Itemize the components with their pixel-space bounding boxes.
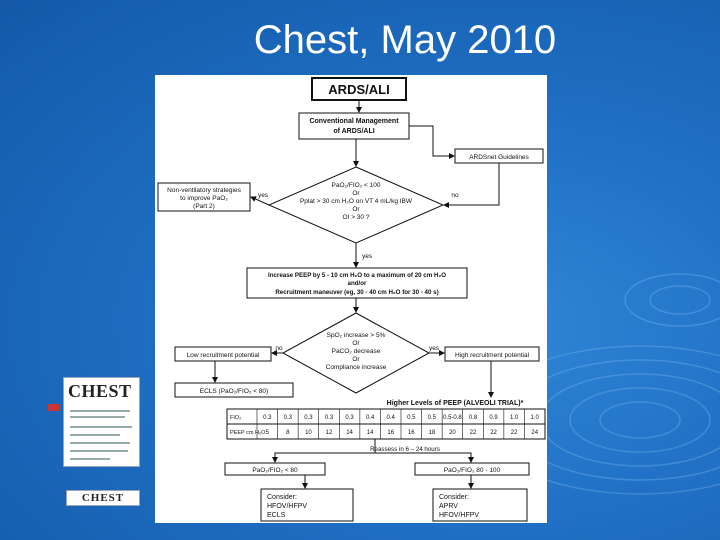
consider-right-line-2: APRV bbox=[439, 503, 458, 510]
ards-flowchart: ARDS/ALI Conventional Management of ARDS… bbox=[157, 77, 546, 522]
consider-left-line-2: HFOV/HFPV bbox=[267, 503, 307, 510]
spo2-diamond bbox=[281, 312, 431, 394]
peep-cell: 22 bbox=[490, 430, 497, 436]
fio2-cell: 0.4 bbox=[366, 415, 375, 421]
fio2-cell: FIO₂ bbox=[230, 415, 241, 421]
fio2-cell: 0.3 bbox=[345, 415, 354, 421]
no-right-label: no bbox=[451, 192, 459, 199]
thumbnail-text-line bbox=[70, 458, 110, 460]
spo2-line-3: PaCO₂ decrease bbox=[332, 348, 381, 355]
table-grid bbox=[256, 409, 525, 439]
high-recruitment-label: High recruitment potential bbox=[455, 352, 530, 359]
flowchart-header: ARDS/ALI bbox=[328, 82, 389, 97]
peep-cell: 16 bbox=[408, 430, 415, 436]
yes-down-label: yes bbox=[362, 253, 373, 260]
spo2-line-4: Or bbox=[352, 356, 360, 363]
thumbnail-text-line bbox=[70, 426, 132, 428]
footer-journal-logo: CHEST bbox=[66, 490, 140, 506]
peep-cell: PEEP cm H₂O bbox=[230, 430, 266, 436]
pao2-mid-box bbox=[414, 462, 530, 476]
pao2-low-box bbox=[224, 462, 326, 476]
criteria-line-3: Pplat > 30 cm H₂O on VT 4 mL/kg IBW bbox=[300, 198, 413, 205]
spo2-line-2: Or bbox=[352, 340, 360, 347]
peep-cell: 14 bbox=[346, 430, 353, 436]
yes-right-label: yes bbox=[429, 345, 440, 352]
thumbnail-text-line bbox=[70, 442, 130, 444]
spo2-line-1: SpO₂ increase > 5% bbox=[327, 332, 386, 339]
consider-left-line-1: Consider: bbox=[267, 494, 297, 501]
consider-left-box bbox=[260, 488, 354, 522]
peep-cell: 22 bbox=[511, 430, 518, 436]
nonvent-line-3: (Part 2) bbox=[193, 203, 215, 210]
fio2-cell: 0.3 bbox=[263, 415, 272, 421]
nonventilatory-box bbox=[157, 182, 251, 212]
peep-cell: 10 bbox=[305, 430, 312, 436]
slide-title: Chest, May 2010 bbox=[253, 18, 557, 62]
conventional-label-1: Conventional Management bbox=[309, 118, 399, 125]
pao2-low-label: PaO₂/FIO₂ < 80 bbox=[252, 467, 298, 474]
fio2-cell: 0.3 bbox=[304, 415, 313, 421]
pao2-mid-label: PaO₂/FIO₂ 80 - 100 bbox=[444, 467, 501, 474]
criteria-line-4: Or bbox=[352, 206, 360, 213]
flowchart-figure: ARDS/ALI Conventional Management of ARDS… bbox=[155, 75, 547, 523]
thumbnail-text-line bbox=[70, 410, 130, 412]
spo2-line-5: Compliance increase bbox=[326, 364, 387, 371]
ardsnet-label: ARDSnet Guidelines bbox=[469, 154, 529, 161]
thumbnail-text-line bbox=[70, 434, 120, 436]
peep-cell: 14 bbox=[367, 430, 374, 436]
low-recruitment-label: Low recruitment potential bbox=[187, 352, 260, 359]
no-left-label: no bbox=[275, 345, 283, 352]
increase-peep-line-3: Recruitment maneuver (eg, 30 - 40 cm H₂O… bbox=[275, 289, 438, 296]
increase-peep-box bbox=[246, 267, 468, 299]
peep-cell: 24 bbox=[531, 430, 538, 436]
journal-thumbnail: CHEST bbox=[63, 377, 140, 467]
peep-cell: 5 bbox=[266, 430, 270, 436]
fio2-cell: 0.9 bbox=[489, 415, 498, 421]
fio2-cell: 0.8 bbox=[469, 415, 478, 421]
ecls-box bbox=[174, 382, 294, 398]
fio2-cell: 0.5 bbox=[407, 415, 416, 421]
nonvent-line-2: to improve PaO₂ bbox=[180, 195, 228, 202]
peep-cell: 16 bbox=[387, 430, 394, 436]
conventional-label-2: of ARDS/ALI bbox=[333, 128, 374, 135]
criteria-line-2: Or bbox=[352, 190, 360, 197]
peep-cell: 12 bbox=[326, 430, 333, 436]
fio2-cell: 0.5-0.8 bbox=[443, 415, 462, 421]
conventional-management-box bbox=[298, 112, 410, 140]
peep-cell: 8 bbox=[286, 430, 290, 436]
journal-logo: CHEST bbox=[68, 381, 132, 401]
criteria-line-1: PaO₂/FIO₂ < 100 bbox=[332, 182, 381, 189]
thumbnail-text-line bbox=[70, 416, 125, 418]
increase-peep-line-2: and/or bbox=[348, 280, 367, 287]
consider-left-line-3: ECLS bbox=[267, 512, 286, 519]
consider-right-line-1: Consider: bbox=[439, 494, 469, 501]
ecls-label: ECLS (PaO₂/FIO₂ < 80) bbox=[200, 388, 268, 395]
reassess-label: Reassess in 6 – 24 hours bbox=[370, 446, 440, 453]
criteria-line-5: OI > 30 ? bbox=[343, 214, 370, 221]
yes-left-label: yes bbox=[258, 192, 269, 199]
higher-peep-label: Higher Levels of PEEP (ALVEOLI TRIAL)* bbox=[387, 400, 524, 407]
peep-cell: 20 bbox=[449, 430, 456, 436]
fio2-cell: 0.5 bbox=[428, 415, 437, 421]
increase-peep-line-1: Increase PEEP by 5 - 10 cm H₂O to a maxi… bbox=[268, 272, 446, 279]
consider-right-box bbox=[432, 488, 528, 522]
thumbnail-text-line bbox=[70, 450, 128, 452]
high-recruitment-box bbox=[444, 346, 540, 362]
fio2-cell: 0.4 bbox=[387, 415, 396, 421]
consider-right-line-3: HFOV/HFPV bbox=[439, 512, 479, 519]
nonvent-line-1: Non-ventilatory strategies bbox=[167, 187, 241, 194]
peep-cell: 18 bbox=[429, 430, 436, 436]
fio2-row: FIO₂ 0.3 0.3 0.3 0.3 0.3 0.4 0.4 0.5 0.5 0.5-0.8 0.… bbox=[230, 415, 540, 421]
fio2-cell: 1.0 bbox=[510, 415, 519, 421]
peep-cell: 22 bbox=[470, 430, 477, 436]
criteria-diamond bbox=[267, 166, 445, 244]
fio2-cell: 0.3 bbox=[325, 415, 334, 421]
thumbnail-red-mark bbox=[48, 404, 60, 411]
fio2-cell: 0.3 bbox=[284, 415, 293, 421]
fio2-cell: 1.0 bbox=[531, 415, 540, 421]
